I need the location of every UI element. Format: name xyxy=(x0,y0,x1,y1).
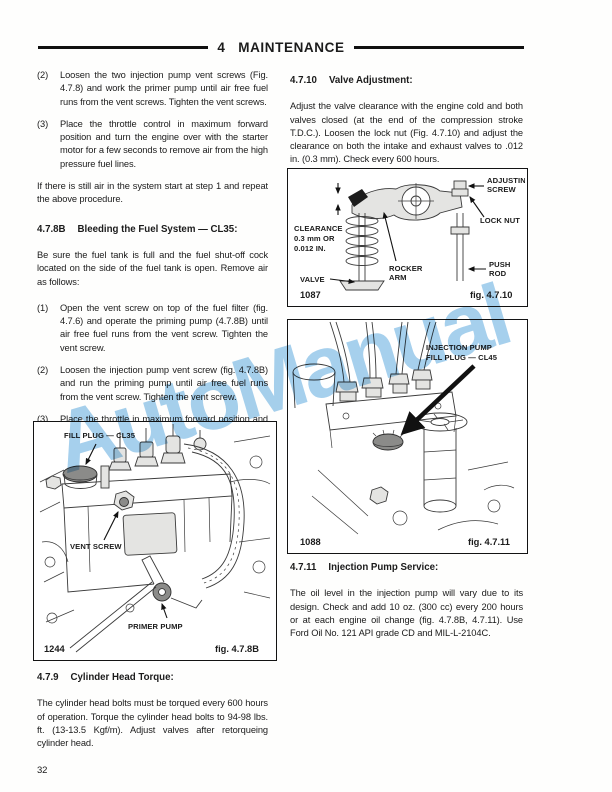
page-header: 4 MAINTENANCE xyxy=(38,40,525,55)
fill-plug-label: FILL PLUG — CL35 xyxy=(64,431,136,440)
step-number: (3) xyxy=(37,118,49,129)
step-item: (2) Loosen the injection pump vent screw… xyxy=(37,364,268,404)
section-body: Adjust the valve clearance with the engi… xyxy=(290,101,523,165)
section-heading-478b: 4.7.8B Bleeding the Fuel System — CL35: xyxy=(37,223,268,236)
injection-pump-fill-plug-label2: FILL PLUG — CL45 xyxy=(426,353,498,362)
clearance-value-mm: 0.3 mm OR xyxy=(294,234,335,243)
step-text: Place the throttle control in maximum fo… xyxy=(60,118,268,169)
figure-caption: fig. 4.7.8B xyxy=(215,644,259,654)
note-paragraph: If there is still air in the system star… xyxy=(37,181,268,205)
section-heading-4710: 4.7.10 Valve Adjustment: xyxy=(290,74,523,87)
rocker-arm-label: ROCKER xyxy=(389,264,423,273)
clearance-value-in: 0.012 IN. xyxy=(294,244,326,253)
step-number: (2) xyxy=(37,70,49,80)
section-heading-4711: 4.7.11 Injection Pump Service: xyxy=(290,561,523,574)
section-body: The cylinder head bolts must be torqued … xyxy=(37,698,268,749)
right-column-bottom: 4.7.11 Injection Pump Service: The oil le… xyxy=(290,561,523,653)
primer-pump-label: PRIMER PUMP xyxy=(128,622,183,631)
photo-number: 1087 xyxy=(300,290,321,300)
adjusting-screw-label: ADJUSTING xyxy=(487,176,525,185)
lock-nut-label: LOCK NUT xyxy=(480,216,520,225)
adjusting-screw-label2: SCREW xyxy=(487,185,516,194)
step-item: (2) Loosen the two injection pump vent s… xyxy=(37,69,268,109)
rocker-arm-label2: ARM xyxy=(389,273,407,282)
photo-number: 1244 xyxy=(44,644,66,654)
injection-pump-side-drawing: FILL PLUG — CL35 VENT SCREW PRIMER PUMP … xyxy=(39,424,271,654)
step-text: Open the vent screw on top of the fuel f… xyxy=(60,302,268,353)
page-number: 32 xyxy=(37,765,48,777)
step-item: (1) Open the vent screw on top of the fu… xyxy=(37,302,268,355)
section-heading-479: 4.7.9 Cylinder Head Torque: xyxy=(37,671,268,684)
step-number: (2) xyxy=(37,365,49,376)
figure-4710: ADJUSTING SCREW LOCK NUT CLEARANCE 0.3 m… xyxy=(287,168,528,307)
section-title: Valve Adjustment: xyxy=(328,75,413,86)
right-column-top: 4.7.10 Valve Adjustment: Adjust the valve… xyxy=(290,74,523,180)
photo-number: 1088 xyxy=(300,537,321,547)
left-column-bottom: 4.7.9 Cylinder Head Torque: The cylinder … xyxy=(37,671,268,778)
section-title: Bleeding the Fuel System — CL35: xyxy=(77,223,238,235)
section-number: 4.7.11 xyxy=(290,562,317,573)
chapter-title: MAINTENANCE xyxy=(238,40,345,55)
step-number: (3) xyxy=(37,413,49,424)
step-number: (1) xyxy=(37,302,49,313)
figure-caption: fig. 4.7.11 xyxy=(468,537,510,547)
rocker-arm-drawing: ADJUSTING SCREW LOCK NUT CLEARANCE 0.3 m… xyxy=(294,176,525,300)
section-number: 4.7.8B xyxy=(37,223,66,235)
step-text: Loosen the injection pump vent screw (fi… xyxy=(60,365,268,402)
figure-478b: FILL PLUG — CL35 VENT SCREW PRIMER PUMP … xyxy=(33,421,277,661)
section-title: Cylinder Head Torque: xyxy=(70,672,174,683)
step-item: (3) Place the throttle control in maximu… xyxy=(37,118,268,171)
section-body: The oil level in the injection pump will… xyxy=(290,588,523,639)
chapter-number: 4 xyxy=(217,40,226,55)
section-intro: Be sure the fuel tank is full and the fu… xyxy=(37,249,268,287)
section-title: Injection Pump Service: xyxy=(328,562,439,573)
header-rule-left xyxy=(38,46,209,49)
figure-caption: fig. 4.7.10 xyxy=(470,290,512,300)
header-rule-right xyxy=(353,46,525,49)
valve-label: VALVE xyxy=(300,275,325,284)
section-number: 4.7.10 xyxy=(290,75,317,86)
figure-4711: INJECTION PUMP FILL PLUG — CL45 1088 fig… xyxy=(287,319,528,554)
vent-screw-label: VENT SCREW xyxy=(70,542,122,551)
section-number: 4.7.9 xyxy=(37,672,59,683)
step-text: Loosen the two injection pump vent screw… xyxy=(60,70,268,107)
push-rod-label: PUSH xyxy=(489,260,511,269)
push-rod-label2: ROD xyxy=(489,269,507,278)
injection-pump-top-drawing: INJECTION PUMP FILL PLUG — CL45 1088 fig… xyxy=(292,321,515,547)
injection-pump-fill-plug-label: INJECTION PUMP xyxy=(426,343,492,352)
clearance-label: CLEARANCE xyxy=(294,224,343,233)
